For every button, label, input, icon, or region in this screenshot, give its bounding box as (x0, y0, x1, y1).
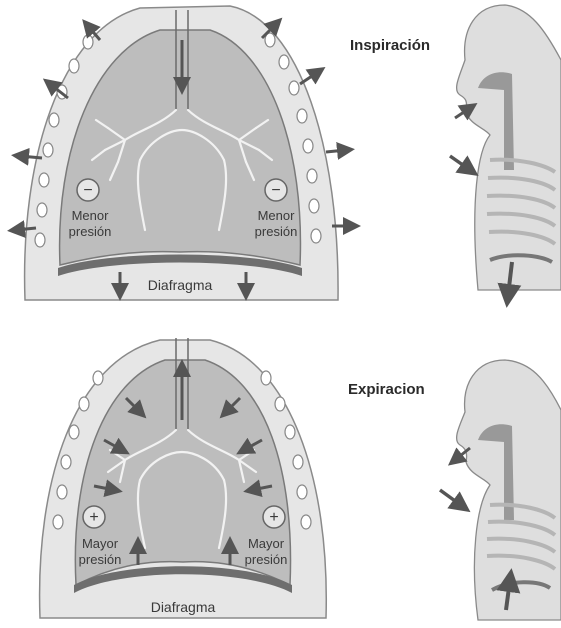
label-left-line1: Menor (72, 208, 110, 223)
pressure-indicator-left: − (77, 179, 99, 201)
inspiration-panel: − − Menor presión Menor presión Diafragm… (16, 5, 561, 300)
svg-text:+: + (89, 509, 98, 526)
diaphragm-label: Diafragma (148, 277, 213, 293)
pressure-indicator-right: − (265, 179, 287, 201)
label-right-line1: Menor (258, 208, 296, 223)
inspiration-heading: Inspiración (350, 37, 430, 54)
body-profile-inspiration (450, 5, 561, 296)
svg-text:−: − (83, 182, 92, 199)
label-left-line2-expiration: presión (79, 552, 122, 567)
label-left-line2: presión (69, 224, 112, 239)
label-right-line2-expiration: presión (245, 552, 288, 567)
diaphragm-label-expiration: Diafragma (151, 599, 216, 615)
expiration-panel: + + Mayor presión Mayor presión Diafragm… (40, 338, 561, 620)
body-profile-expiration (440, 360, 561, 620)
svg-text:+: + (269, 509, 278, 526)
label-right-line2: presión (255, 224, 298, 239)
svg-text:−: − (271, 182, 280, 199)
expiration-heading: Expiracion (348, 381, 425, 398)
pressure-indicator-left-expiration: + (83, 506, 105, 528)
pressure-indicator-right-expiration: + (263, 506, 285, 528)
label-right-line1-expiration: Mayor (248, 536, 285, 551)
label-left-line1-expiration: Mayor (82, 536, 119, 551)
